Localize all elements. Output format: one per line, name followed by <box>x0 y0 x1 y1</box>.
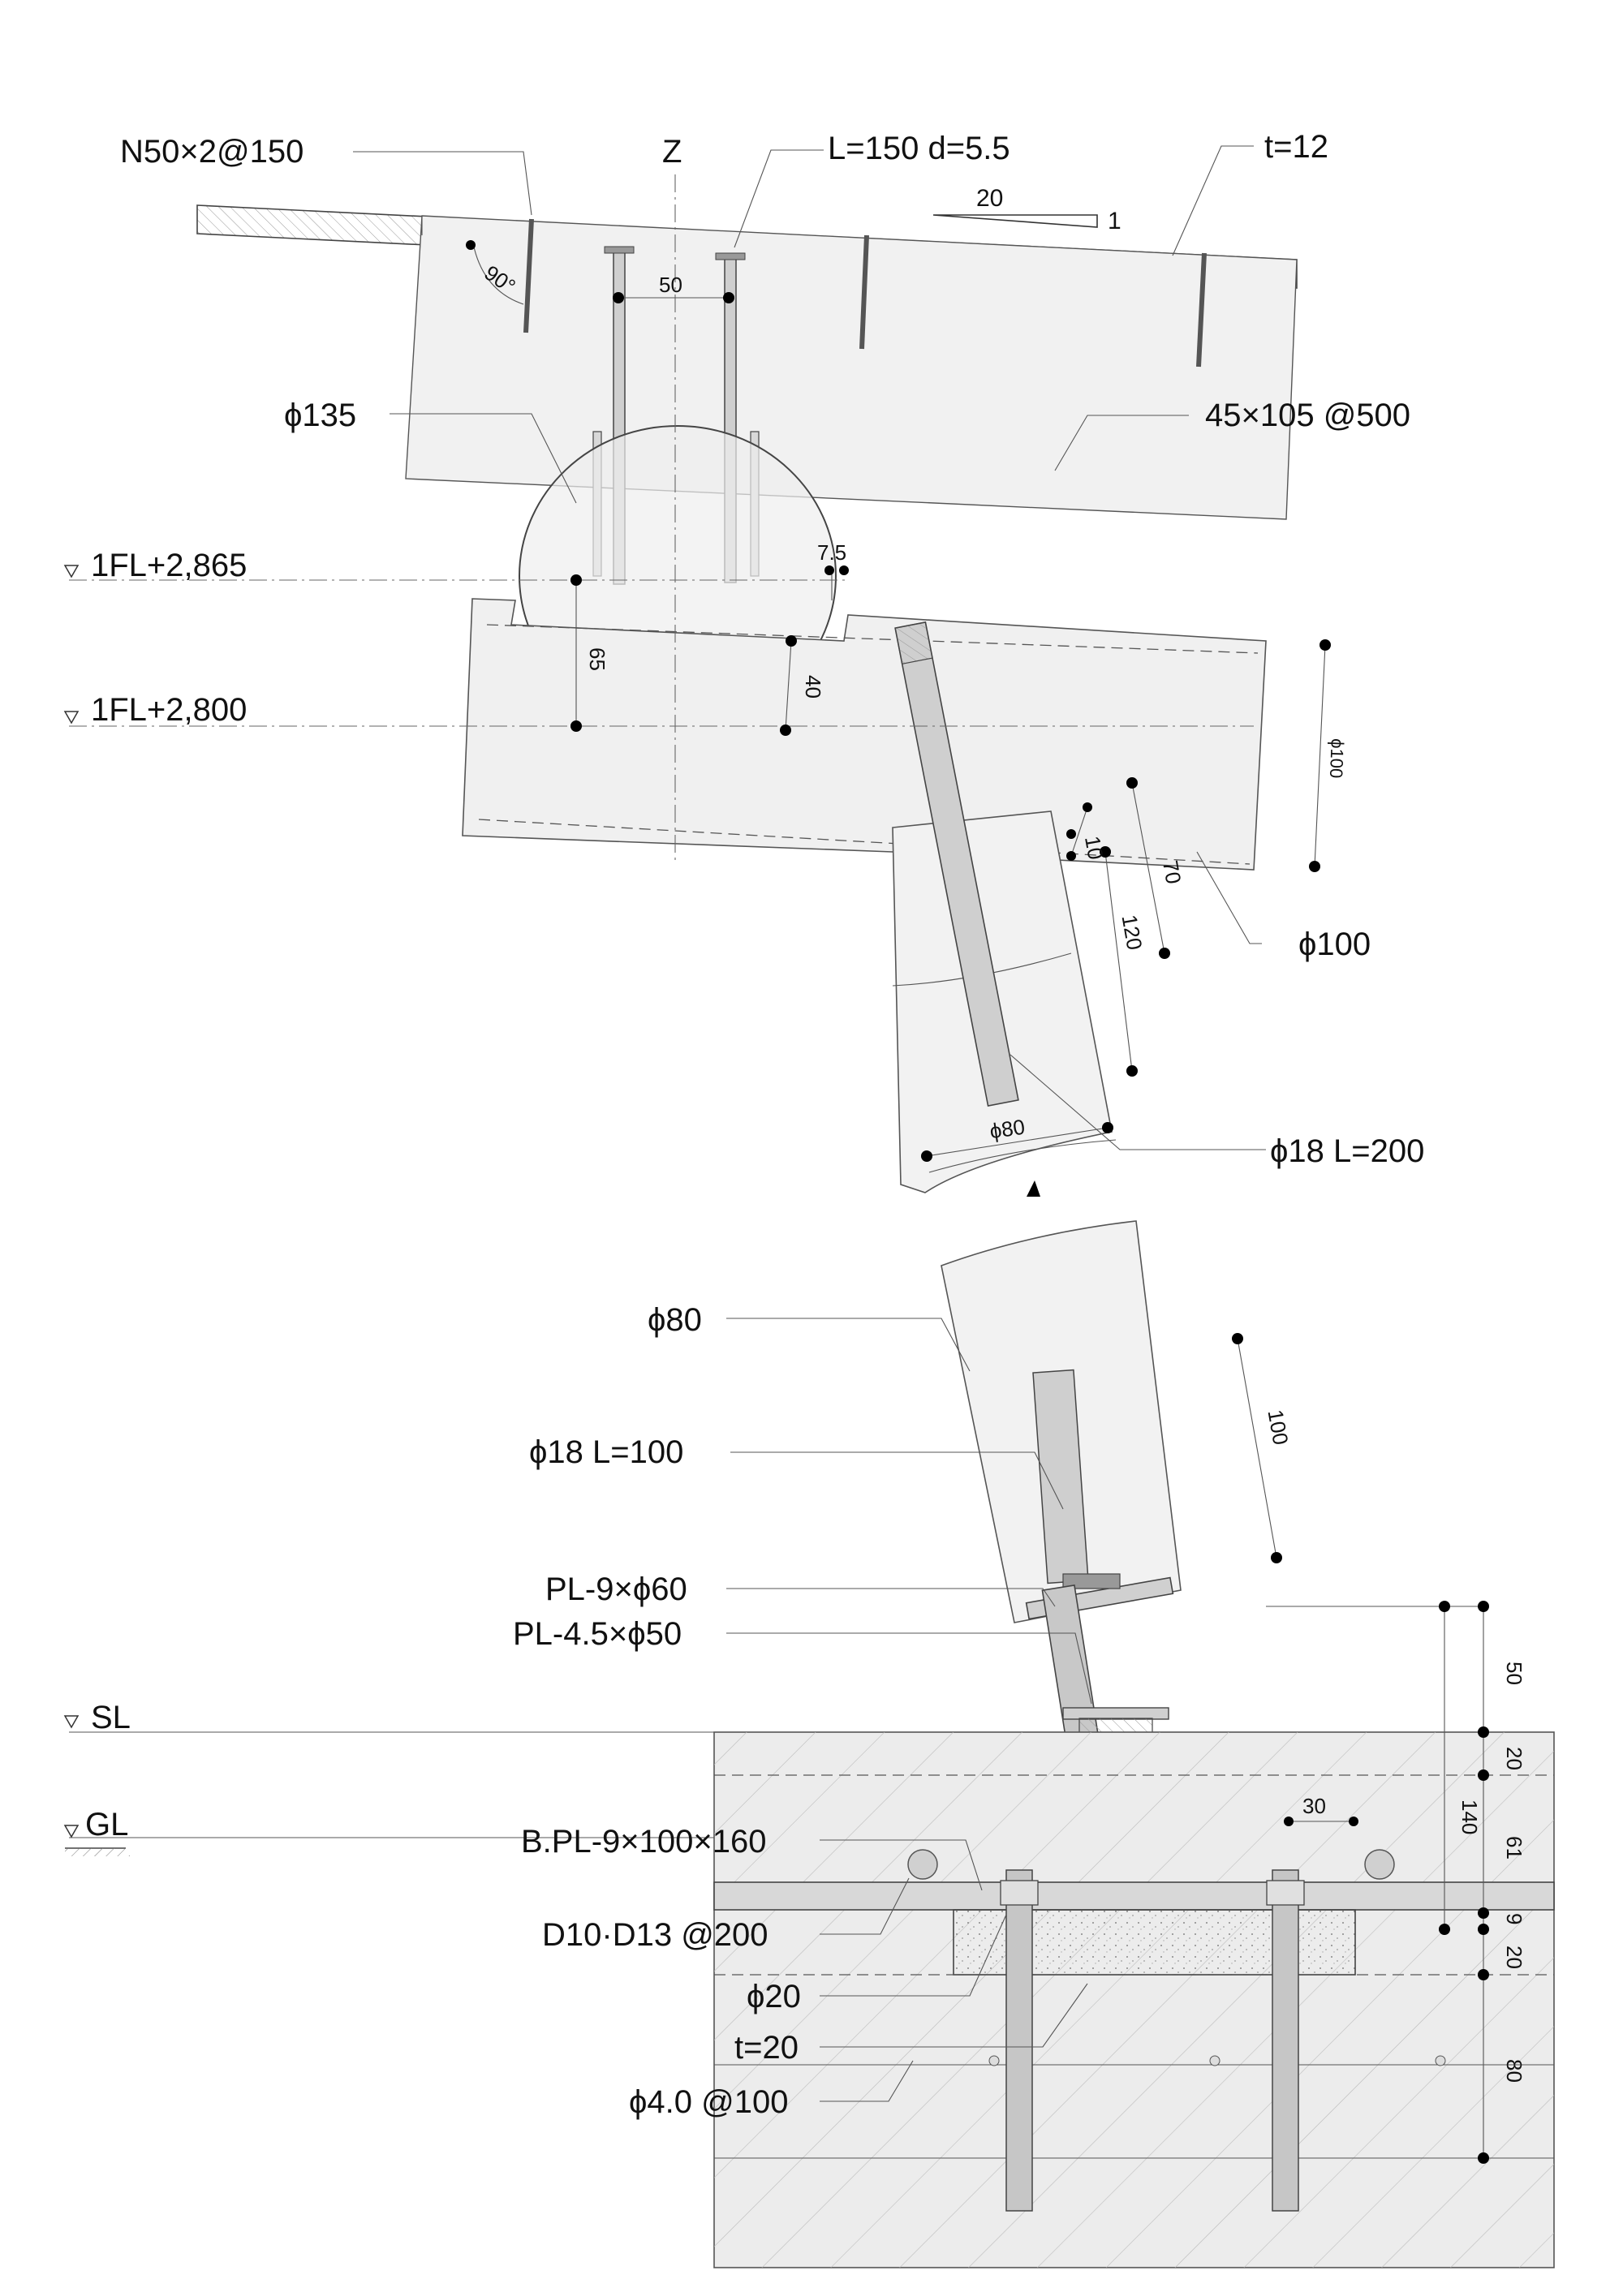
screw-gap-label: 50 <box>659 273 682 297</box>
beam-diameter-label: ϕ100 <box>1298 927 1371 962</box>
log-diameter-label: ϕ135 <box>284 398 356 433</box>
plate-2-label: PL-4.5×ϕ50 <box>513 1616 682 1652</box>
dim-20-right: 20 <box>1502 1747 1526 1770</box>
break-marker <box>1027 1180 1040 1197</box>
board-thickness-label: t=12 <box>1264 129 1328 165</box>
level-1fl-2800: 1FL+2,800 <box>91 692 247 728</box>
level-markers <box>63 565 80 1838</box>
dim-20-bottom: 20 <box>1502 1946 1526 1969</box>
nail-spec-label: N50×2@150 <box>120 134 304 170</box>
beam-diameter-small: ϕ100 <box>1326 738 1348 779</box>
dim-50-right: 50 <box>1502 1662 1526 1685</box>
dim-40: 40 <box>801 675 825 699</box>
base-plate-label: B.PL-9×100×160 <box>521 1824 766 1860</box>
dim-61: 61 <box>1502 1836 1526 1860</box>
steel-plates <box>1025 1573 1174 1856</box>
dim-100: 100 <box>1263 1408 1293 1447</box>
dim-7-5: 7.5 <box>817 540 846 565</box>
anchor-label: ϕ20 <box>747 1979 801 2014</box>
gl-label: GL <box>85 1807 128 1842</box>
rafter-label: 45×105 @500 <box>1205 398 1410 433</box>
pin-top-label: ϕ18 L=200 <box>1270 1133 1424 1169</box>
dim-120: 120 <box>1117 913 1147 952</box>
mesh-label: ϕ4.0 @100 <box>629 2084 788 2120</box>
level-1fl-2865: 1FL+2,865 <box>91 548 247 583</box>
dim-80: 80 <box>1502 2059 1526 2083</box>
dim-140: 140 <box>1457 1799 1482 1834</box>
post-diameter-top: ϕ80 <box>988 1115 1027 1144</box>
screw-spec-label: L=150 d=5.5 <box>828 131 1010 166</box>
mortar-thickness-label: t=20 <box>734 2030 799 2066</box>
dim-10: 10 <box>1080 834 1109 862</box>
post-diameter-label: ϕ80 <box>648 1302 702 1338</box>
plate-1-label: PL-9×ϕ60 <box>545 1572 687 1607</box>
dimension-lines <box>570 292 1489 2164</box>
pin-bottom-label: ϕ18 L=100 <box>529 1434 683 1470</box>
slope-indicator <box>932 214 1098 228</box>
dim-70: 70 <box>1158 858 1186 886</box>
angle-arc <box>466 240 524 305</box>
rafter <box>405 215 1298 520</box>
nails <box>523 218 1207 368</box>
rebar-label: D10·D13 @200 <box>542 1917 768 1953</box>
slope-run-label: 20 <box>976 185 1003 212</box>
slope-rise-label: 1 <box>1108 208 1121 234</box>
foundation <box>713 1731 1555 2268</box>
beam <box>462 598 1267 871</box>
dim-30: 30 <box>1302 1794 1326 1818</box>
dim-65: 65 <box>585 647 609 671</box>
upper-post <box>892 621 1117 1193</box>
dim-9: 9 <box>1502 1913 1526 1924</box>
z-axis-label: Z <box>662 134 682 170</box>
centerlines <box>65 174 1254 1856</box>
leader-lines <box>353 145 1266 2102</box>
labels: N50×2@150 Z L=150 d=5.5 20 1 t=12 90° 50… <box>85 129 1526 2120</box>
sl-label: SL <box>91 1700 131 1735</box>
lower-post <box>941 1220 1182 1623</box>
